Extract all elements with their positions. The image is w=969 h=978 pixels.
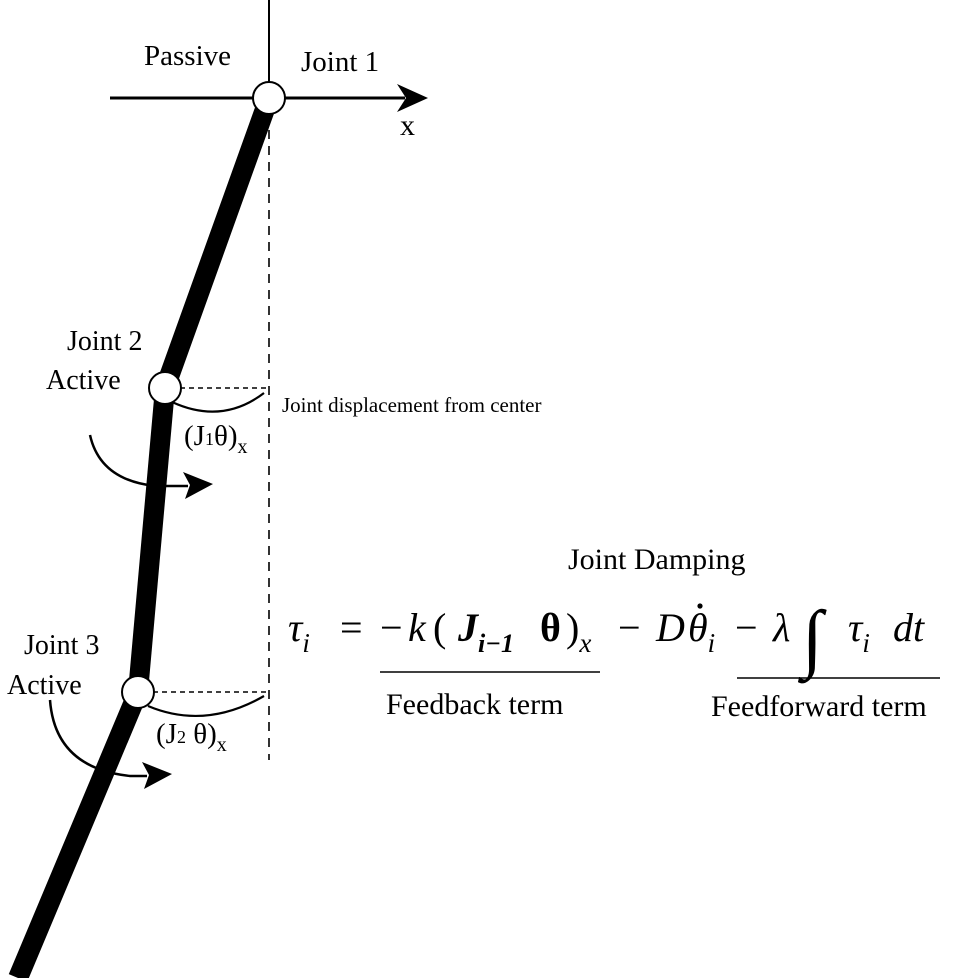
dt-symbol: dt [893, 605, 925, 650]
joint-3-state: Active [7, 670, 82, 701]
link-3 [8, 688, 148, 978]
theta-symbol: θ [540, 605, 561, 650]
passive-label: Passive [144, 40, 231, 72]
k-symbol: k [408, 605, 427, 650]
displacement-label: Joint displacement from center [282, 393, 542, 417]
link-1 [155, 94, 279, 392]
tau-symbol-2: τi [848, 605, 870, 658]
joint-2-state: Active [46, 365, 121, 396]
link-2 [128, 387, 175, 693]
joint-2-label: Joint 2 [67, 326, 142, 357]
joint-2 [148, 371, 182, 405]
control-equation: τi = − k ( Ji−1 θ )x − D θi − λ ∫ τi dt [288, 596, 925, 684]
tau-symbol: τi [288, 605, 310, 658]
equals-sign: = [340, 605, 363, 650]
paren-open: ( [433, 605, 446, 650]
feedforward-term-label: Feedforward term [711, 690, 927, 723]
theta-dot-mark [697, 603, 703, 609]
rotation-arrowhead-joint3 [142, 762, 172, 789]
integral-symbol: ∫ [798, 596, 827, 684]
minus-sign-1: − [380, 605, 403, 650]
displacement-2-label: (J2 θ)x [156, 718, 227, 756]
rotation-arrow-joint3 [48, 699, 147, 778]
displacement-1-label: (J1θ)x [184, 420, 248, 458]
theta-dot-symbol: θi [688, 605, 715, 658]
joint-3 [121, 675, 155, 709]
displacement-brace-joint3 [147, 695, 265, 718]
minus-sign-3: − [735, 605, 758, 650]
joint-1 [252, 81, 286, 115]
displacement-brace-joint2 [171, 392, 265, 413]
joint-1-label: Joint 1 [301, 46, 379, 78]
paren-close: )x [566, 605, 591, 658]
rotation-arrowhead-joint2 [183, 472, 213, 499]
minus-sign-2: − [618, 605, 641, 650]
rotation-arrow-joint2 [88, 434, 188, 488]
x-axis-label: x [400, 109, 415, 142]
x-axis-arrowhead [397, 84, 428, 112]
jacobian-symbol: Ji−1 [457, 605, 514, 658]
feedback-term-label: Feedback term [386, 688, 563, 721]
joint-damping-heading: Joint Damping [568, 543, 746, 576]
lambda-symbol: λ [772, 605, 790, 650]
d-symbol: D [655, 605, 685, 650]
joint-3-label: Joint 3 [24, 630, 99, 661]
